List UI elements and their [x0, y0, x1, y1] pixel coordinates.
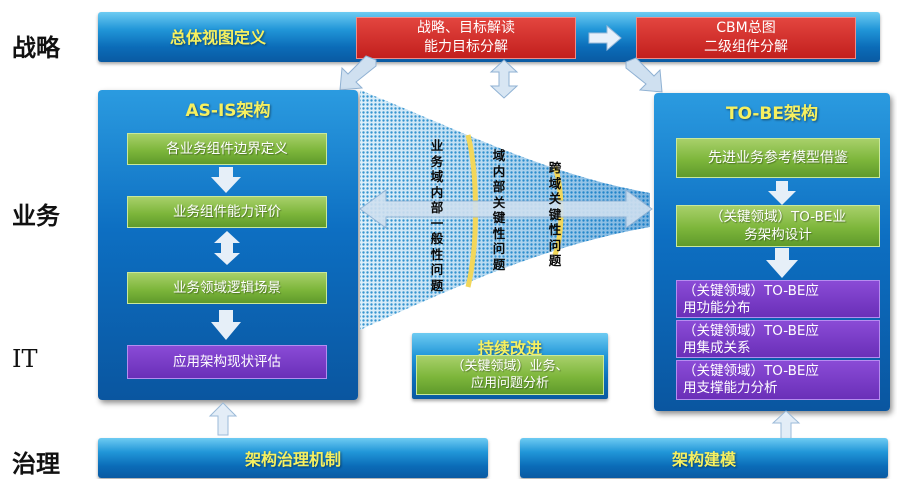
arrow-down-icon: [766, 248, 798, 278]
row-label-business: 业务: [12, 201, 60, 230]
continuous-improvement-title: 持续改进: [477, 339, 542, 358]
overall-view-definition: 总体视图定义: [170, 28, 267, 47]
cbm-box: CBM总图 二级组件分解: [636, 17, 856, 59]
architecture-modeling-bar: 架构建模: [520, 438, 888, 478]
to-be-app-function-line1: （关键领域）TO-BE应: [683, 283, 819, 299]
to-be-app-integration-line1: （关键领域）TO-BE应: [683, 323, 819, 339]
as-is-step-2: 业务组件能力评价: [127, 196, 327, 228]
to-be-step-2: （关键领域）TO-BE业 务架构设计: [676, 205, 880, 247]
arrow-down-icon: [768, 181, 796, 205]
arrow-left-right-icon: [359, 189, 653, 229]
to-be-app-function: （关键领域）TO-BE应 用功能分布: [676, 280, 880, 318]
as-is-it-step: 应用架构现状评估: [127, 345, 327, 379]
arrow-up-icon: [208, 402, 238, 436]
to-be-app-function-line2: 用功能分布: [683, 300, 751, 316]
continuous-improvement-box: （关键领域）业务、 应用问题分析: [416, 355, 604, 395]
as-is-step-1: 各业务组件边界定义: [127, 133, 327, 165]
funnel-text-general-issues: 业务域内部一般性问题: [430, 138, 444, 293]
to-be-app-support-line2: 用支撑能力分析: [683, 380, 778, 396]
arrow-down-icon: [211, 167, 241, 193]
continuous-line2: 应用问题分析: [470, 376, 549, 391]
arrow-down-icon: [211, 310, 241, 340]
to-be-app-integration-line2: 用集成关系: [683, 340, 751, 356]
to-be-app-support-line1: （关键领域）TO-BE应: [683, 363, 819, 379]
strategy-goal-box: 战略、目标解读 能力目标分解: [356, 17, 576, 59]
funnel-text-key-issues: 域内部关键性问题: [492, 148, 506, 272]
continuous-line1: （关键领域）业务、: [451, 359, 569, 374]
cbm-line1: CBM总图: [716, 20, 776, 36]
to-be-step-2-line1: （关键领域）TO-BE业: [710, 209, 846, 225]
row-label-strategy: 战略: [12, 33, 60, 62]
to-be-app-integration: （关键领域）TO-BE应 用集成关系: [676, 320, 880, 358]
strategy-goal-line1: 战略、目标解读: [417, 20, 515, 36]
governance-mechanism-bar: 架构治理机制: [98, 438, 488, 478]
to-be-step-2-line2: 务架构设计: [744, 227, 812, 243]
strategy-goal-line2: 能力目标分解: [424, 39, 508, 55]
arrow-updown-small-icon: [214, 231, 240, 265]
to-be-app-support: （关键领域）TO-BE应 用支撑能力分析: [676, 360, 880, 400]
architecture-modeling-label: 架构建模: [671, 450, 736, 469]
arrow-up-icon: [771, 410, 801, 442]
to-be-step-1: 先进业务参考模型借鉴: [676, 138, 880, 178]
as-is-step-3: 业务领域逻辑场景: [127, 272, 327, 304]
as-is-title: AS-IS架构: [185, 101, 271, 121]
arrow-right-icon: [588, 24, 622, 52]
arrow-down-right-icon: [625, 57, 663, 93]
row-label-governance: 治理: [12, 449, 60, 478]
funnel-text-cross-domain-issues: 跨域关键性问题: [548, 160, 562, 268]
governance-mechanism-label: 架构治理机制: [244, 450, 341, 469]
arrow-updown-icon: [489, 59, 519, 99]
row-label-it: IT: [12, 345, 38, 373]
cbm-line2: 二级组件分解: [704, 39, 788, 55]
to-be-title: TO-BE架构: [726, 104, 818, 124]
